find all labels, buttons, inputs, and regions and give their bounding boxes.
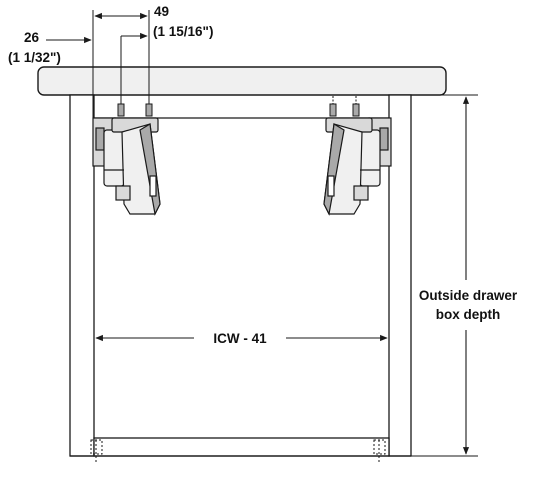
depth-label-line1: Outside drawer	[419, 288, 518, 303]
left-side-wall	[69, 94, 95, 457]
depth-label-line2: box depth	[436, 307, 501, 322]
spacing-in-label: (1 15/16")	[153, 24, 213, 39]
drawer-bottom	[93, 437, 390, 457]
right-side-wall	[388, 94, 412, 457]
offset-mm-label: 26	[24, 30, 40, 45]
right-locking-device	[323, 117, 392, 216]
offset-in-label: (1 1/32")	[8, 50, 61, 65]
spacing-mm-label: 49	[154, 4, 169, 19]
width-formula-label: ICW - 41	[213, 331, 267, 346]
drawer-box-outline	[69, 94, 412, 457]
mounting-screws	[117, 96, 360, 117]
drawer-front-panel	[37, 66, 447, 96]
bottom-fasteners	[90, 439, 386, 464]
extension-lines	[92, 10, 478, 457]
left-locking-device	[92, 117, 161, 216]
